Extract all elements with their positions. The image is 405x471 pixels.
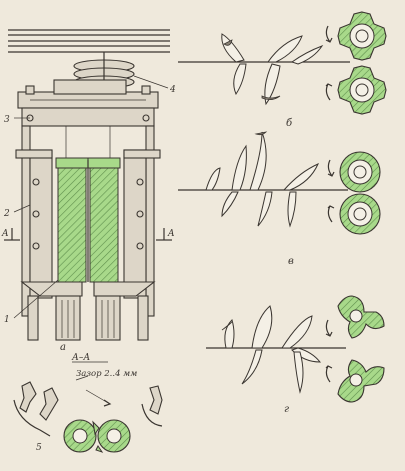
stripping-rollers (55, 157, 121, 283)
label-section-mark-left: A (1, 229, 9, 239)
panel-b-star-rollers (178, 11, 387, 115)
drive-belts (8, 29, 170, 53)
label-view-a: а (60, 342, 66, 353)
lower-star-roller (337, 65, 387, 115)
label-panel-g: г (284, 404, 289, 415)
lower-tri-lobe-roller (337, 359, 385, 403)
upper-tri-lobe-roller (337, 295, 385, 339)
panel-g-tri-lobe-rollers (206, 295, 385, 403)
figure-labels: 3 2 1 4 5 A A а А–А Зазор 2..4 мм б в г (1, 85, 294, 453)
label-gap: Зазор 2..4 мм (76, 369, 137, 379)
top-plate (17, 79, 159, 127)
upper-ring-roller (339, 151, 381, 193)
label-panel-v: в (288, 256, 294, 267)
frame-columns (15, 125, 161, 317)
leader-lines (13, 75, 169, 319)
section-a-a-view (13, 361, 163, 453)
label-part-5: 5 (36, 443, 42, 453)
section-rollers (63, 419, 131, 453)
panel-v-ring-rollers (178, 131, 381, 235)
label-section-mark-right: A (167, 229, 175, 239)
label-panel-b: б (286, 118, 293, 129)
label-section-title: А–А (71, 353, 90, 363)
machine-front-view (4, 29, 172, 341)
section-marks (4, 228, 172, 241)
label-part-3: 3 (4, 115, 10, 125)
label-part-2: 2 (3, 209, 10, 219)
label-part-1: 1 (4, 315, 10, 325)
label-part-4: 4 (169, 85, 176, 95)
lower-guides (20, 281, 156, 341)
lower-ring-roller (339, 193, 381, 235)
upper-star-roller (337, 11, 387, 61)
